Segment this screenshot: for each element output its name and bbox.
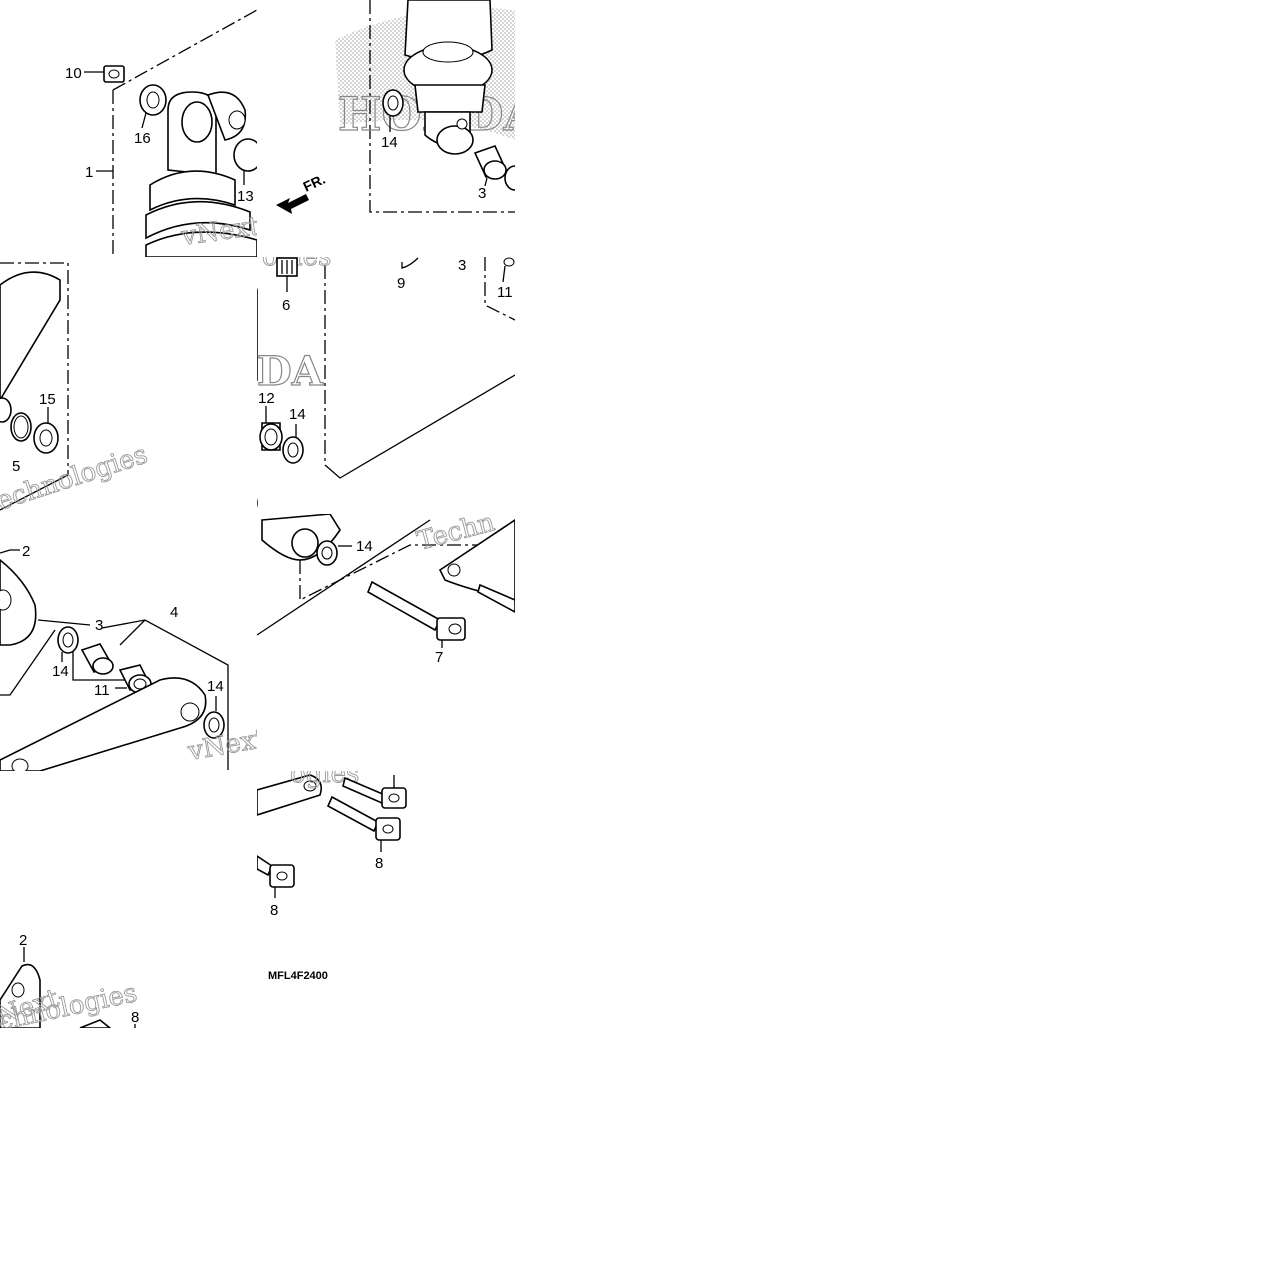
nut-icon (199, 275, 219, 291)
washer-icon (282, 436, 304, 464)
callout-8: 8 (270, 902, 278, 919)
bolt-icon (326, 795, 401, 841)
tile-bolt-seven: Techn 14 7 (257, 514, 515, 666)
tile-lower-bracket: Next chnologies 2 8 (0, 932, 140, 1028)
collar-icon (257, 498, 258, 508)
tile-link-left: echnologies 15 5 (0, 262, 152, 517)
callout-10: 10 (162, 270, 179, 287)
o-ring-icon (10, 412, 32, 442)
callout-11: 11 (497, 284, 513, 301)
rear-cushion-arm (0, 677, 207, 771)
collar-icon (473, 145, 515, 191)
tile-shock-lower: HONDA FR. 14 3 (276, 0, 515, 214)
callout-2: 2 (22, 543, 30, 560)
callout-14: 14 (381, 134, 398, 151)
needle-bearing-icon (118, 664, 152, 694)
callout-7: 7 (435, 649, 443, 666)
honda-watermark-logo: DA (257, 347, 324, 395)
shock-absorber-bottom (403, 0, 493, 155)
tile-shock-upper: vNext Tec 10 16 1 13 (65, 9, 257, 257)
callout-11: 11 (94, 682, 110, 699)
tile-linkage-arm: vNext Te 2 3 4 14 11 14 (0, 543, 257, 771)
callout-14: 14 (207, 678, 224, 695)
callout-1: 1 (85, 164, 93, 181)
callout-10: 10 (144, 300, 161, 317)
tile-center-link: DA ogies 6 9 3 11 12 14 (257, 257, 515, 479)
callout-8: 8 (375, 855, 383, 872)
drawing-code: MFL4F2400 (268, 970, 328, 982)
washer-icon (168, 454, 188, 480)
callout-3: 3 (478, 185, 486, 202)
washer-icon (316, 540, 338, 566)
callout-6: 6 (282, 297, 290, 314)
svg-text:DA: DA (257, 348, 324, 395)
bolt-icon (366, 580, 466, 641)
washer-icon (203, 711, 225, 739)
svg-text:ogies: ogies (290, 759, 359, 789)
callout-14: 14 (52, 663, 69, 680)
bolt-icon (257, 855, 295, 888)
nut-icon (180, 298, 200, 314)
washer-icon (57, 626, 79, 654)
callout-5: 5 (12, 458, 20, 475)
shock-absorber-top (145, 91, 257, 257)
bearing-icon (33, 422, 59, 454)
callout-15: 15 (39, 391, 56, 408)
callout-2: 2 (19, 932, 27, 949)
needle-bearing-icon (259, 422, 283, 451)
callout-14: 14 (289, 406, 306, 423)
grease-fitting-icon (276, 257, 298, 277)
callout-14: 14 (216, 453, 233, 470)
front-arrow-icon: FR. (276, 171, 328, 214)
nut-icon (124, 373, 144, 389)
washer-icon (382, 89, 404, 117)
washer-icon (139, 84, 167, 116)
tile-bolts-eight: ogies 8 8 MFL4F2400 (257, 759, 407, 982)
callout-16: 16 (134, 130, 151, 147)
callout-10: 10 (87, 375, 104, 392)
callout-14: 14 (356, 538, 373, 555)
callout-9: 9 (397, 275, 405, 292)
svg-text:echnologies: echnologies (0, 440, 151, 517)
collar-icon (233, 138, 257, 172)
callout-13: 13 (237, 188, 254, 205)
bolt-icon (342, 776, 407, 809)
front-direction-label: FR. (301, 171, 328, 195)
callout-10: 10 (65, 65, 82, 82)
callout-8: 8 (131, 1009, 139, 1026)
callout-3: 3 (95, 617, 103, 634)
callout-4: 4 (170, 604, 178, 621)
callout-3: 3 (458, 257, 466, 274)
nut-icon (103, 65, 125, 83)
collar-icon (80, 643, 114, 675)
callout-12: 12 (258, 390, 275, 407)
